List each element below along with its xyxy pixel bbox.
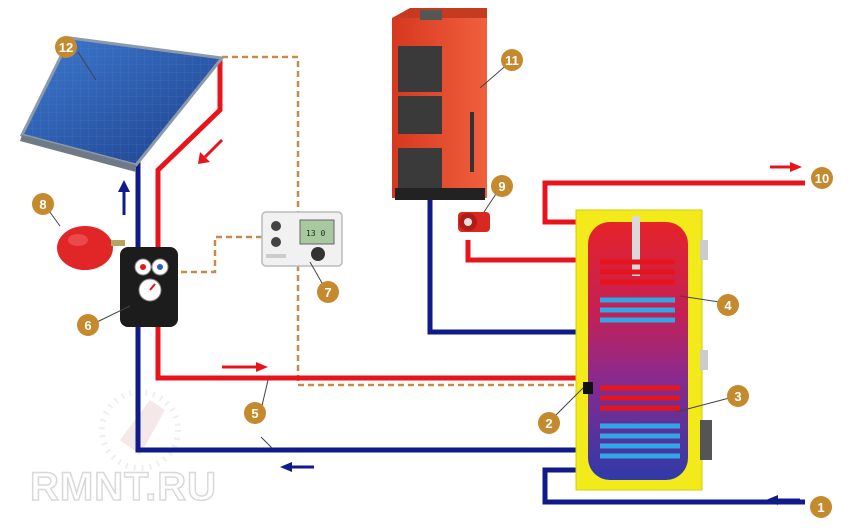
svg-text:2: 2 [545, 416, 552, 431]
solar-controller: 13 0 [261, 211, 343, 267]
watermark: RMNT.RU [29, 389, 217, 510]
hot-water-outlet-pipe [542, 180, 805, 225]
callout-12: 12 [55, 36, 77, 58]
hot-pipes [155, 58, 805, 381]
callout-5-supply: 5 [244, 402, 266, 424]
expansion-tank [57, 226, 125, 270]
svg-text:10: 10 [815, 171, 829, 186]
cold-water-inlet-pipe [542, 467, 805, 505]
callout-4: 4 [717, 294, 739, 316]
solar-collector [19, 36, 225, 172]
svg-text:3: 3 [734, 389, 741, 404]
svg-text:12: 12 [59, 40, 73, 55]
callout-9: 9 [491, 175, 513, 197]
temperature-sensor [583, 382, 593, 394]
callout-1: 1 [810, 496, 832, 518]
svg-text:1: 1 [817, 500, 824, 515]
circulation-pump-icon [458, 212, 490, 232]
svg-text:11: 11 [505, 53, 519, 68]
svg-text:4: 4 [724, 298, 732, 313]
callout-3: 3 [727, 385, 749, 407]
pump-station [120, 247, 178, 327]
callout-6: 6 [77, 314, 99, 336]
watermark-sun-icon [99, 389, 181, 471]
solid-fuel-boiler [392, 8, 487, 200]
upper-heat-exchanger-coil [600, 259, 675, 323]
signal-wires [178, 55, 585, 387]
boiler-return-pipe [427, 200, 586, 335]
svg-text:9: 9 [498, 179, 505, 194]
sensor-wire-collector [222, 55, 300, 215]
callouts: 1 2 3 4 5 5 6 7 [32, 36, 833, 518]
arrow-icon [222, 362, 268, 372]
arrow-icon [198, 138, 224, 164]
callout-5-return: 5 [250, 425, 257, 440]
svg-text:8: 8 [39, 197, 46, 212]
svg-text:5: 5 [251, 406, 258, 421]
arrow-icon [766, 495, 800, 505]
solar-flow-pipe [155, 58, 586, 381]
arrow-icon [118, 180, 130, 215]
callout-7: 7 [317, 281, 339, 303]
callout-10: 10 [811, 167, 833, 189]
arrow-icon [280, 462, 314, 472]
callout-2: 2 [538, 412, 560, 434]
sensor-wire-tank [296, 265, 585, 387]
boiler-flow-pipe [465, 240, 586, 263]
lower-heat-exchanger-coil [600, 385, 680, 459]
controller-display: 13 0 [306, 229, 325, 238]
watermark-text: RMNT.RU [30, 465, 217, 509]
arrow-icon [770, 162, 802, 172]
callout-11: 11 [501, 49, 523, 71]
callout-8: 8 [32, 193, 54, 215]
svg-text:6: 6 [84, 318, 91, 333]
storage-tank [575, 209, 712, 491]
svg-text:7: 7 [324, 285, 331, 300]
solar-return-pipe [135, 160, 586, 453]
controller-to-station-wire [178, 235, 262, 274]
flow-arrows [118, 138, 802, 505]
